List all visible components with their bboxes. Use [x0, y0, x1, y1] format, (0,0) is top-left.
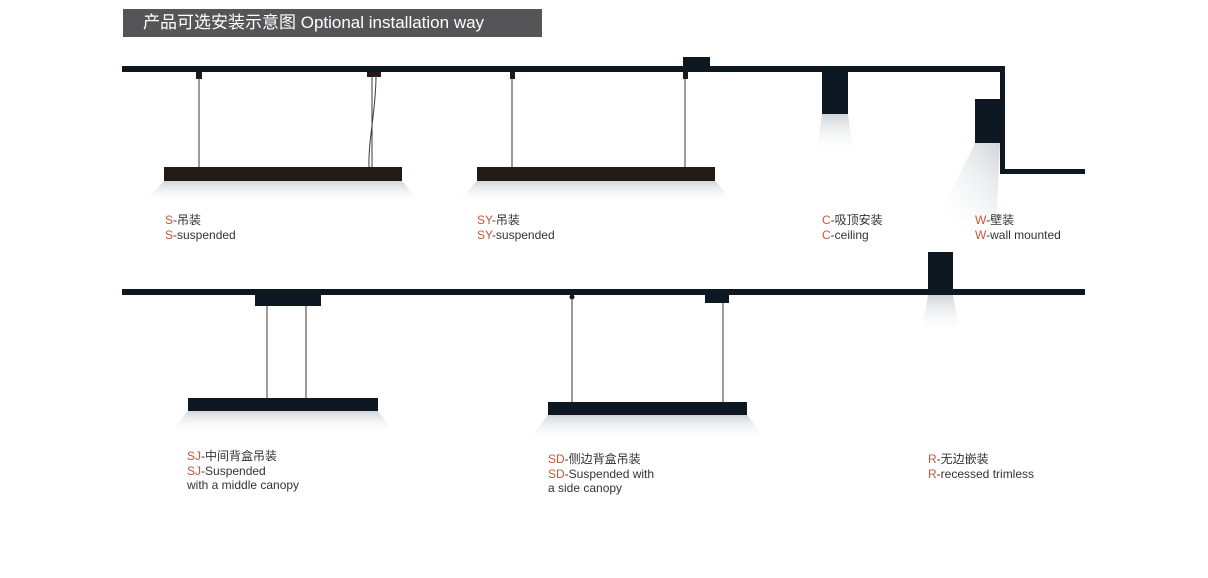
method-cn: -无边嵌装 — [936, 452, 989, 466]
method-code: W — [975, 227, 987, 242]
mount-clip — [683, 72, 688, 79]
recessed-luminaire — [928, 252, 953, 292]
method-code: R — [928, 466, 937, 481]
mount-clip — [196, 72, 202, 79]
method-code: SJ — [187, 449, 202, 463]
fixture-sd — [529, 294, 766, 440]
method-code: SJ — [187, 463, 202, 478]
method-en: -suspended — [491, 227, 555, 242]
light-beam — [457, 181, 735, 203]
light-beam — [144, 181, 422, 203]
method-code: SY — [477, 213, 492, 227]
light-beam — [529, 415, 766, 440]
method-code: W — [975, 213, 987, 227]
method-en: -ceiling — [830, 227, 869, 242]
method-code: SD — [548, 452, 565, 466]
method-cn: -吸顶安装 — [830, 213, 883, 227]
power-cable — [368, 75, 377, 169]
method-code: C — [822, 227, 831, 242]
ceiling-junction-box — [683, 57, 710, 67]
linear-luminaire — [188, 398, 378, 411]
label-r: R-无边嵌装 R-recessed trimless — [928, 452, 1034, 481]
wall-luminaire — [975, 99, 1000, 143]
light-beam — [936, 143, 1000, 222]
canopy-box — [705, 295, 729, 303]
method-code: SD — [548, 466, 565, 481]
linear-luminaire — [164, 167, 402, 181]
method-code: SY — [477, 227, 492, 242]
method-en-line2: a side canopy — [548, 481, 623, 495]
method-en: -recessed trimless — [936, 466, 1035, 481]
mount-clip — [510, 72, 515, 79]
label-sy: SY-吊装 SY-suspended — [477, 213, 555, 242]
light-beam — [816, 114, 854, 155]
method-code: S — [165, 227, 174, 242]
wall-vertical — [1000, 66, 1005, 174]
fixture-w — [936, 99, 1000, 222]
ceiling-line-top — [122, 66, 1005, 72]
label-sj: SJ-中间背盒吊装 SJ-Suspended with a middle can… — [187, 449, 299, 493]
label-s: S-吊装 S-suspended — [165, 213, 236, 242]
canopy-box — [255, 295, 321, 306]
method-cn: -吊装 — [491, 213, 520, 227]
linear-luminaire — [548, 402, 747, 415]
fixture-r — [921, 252, 960, 335]
method-cn: -中间背盒吊装 — [201, 449, 278, 463]
method-en: -Suspended with — [564, 466, 655, 481]
label-w: W-壁装 W-wall mounted — [975, 213, 1061, 242]
method-cn: -吊装 — [173, 213, 202, 227]
method-en: -Suspended — [201, 463, 266, 478]
method-en-line2: with a middle canopy — [187, 478, 300, 492]
page-title: 产品可选安装示意图 Optional installation way — [123, 9, 542, 37]
method-en: -wall mounted — [986, 227, 1061, 242]
mount-clip — [367, 72, 381, 77]
method-cn: -侧边背盒吊装 — [564, 452, 641, 466]
fixture-sy — [457, 72, 735, 203]
fixture-s — [144, 72, 422, 203]
surface-downlight — [822, 72, 848, 114]
light-beam — [171, 411, 395, 433]
method-cn: -壁装 — [986, 213, 1015, 227]
linear-luminaire — [477, 167, 715, 181]
method-code: R — [928, 452, 937, 466]
fixture-sj — [171, 295, 395, 433]
mount-point — [569, 294, 575, 300]
method-code: C — [822, 213, 831, 227]
wall-step-horizontal — [1000, 169, 1085, 174]
light-beam — [921, 295, 960, 335]
fixture-c — [816, 72, 854, 155]
ceiling-line-bottom — [122, 289, 1085, 295]
label-sd: SD-侧边背盒吊装 SD-Suspended with a side canop… — [548, 452, 654, 496]
label-c: C-吸顶安装 C-ceiling — [822, 213, 883, 242]
method-code: S — [165, 213, 174, 227]
method-en: -suspended — [173, 227, 236, 242]
